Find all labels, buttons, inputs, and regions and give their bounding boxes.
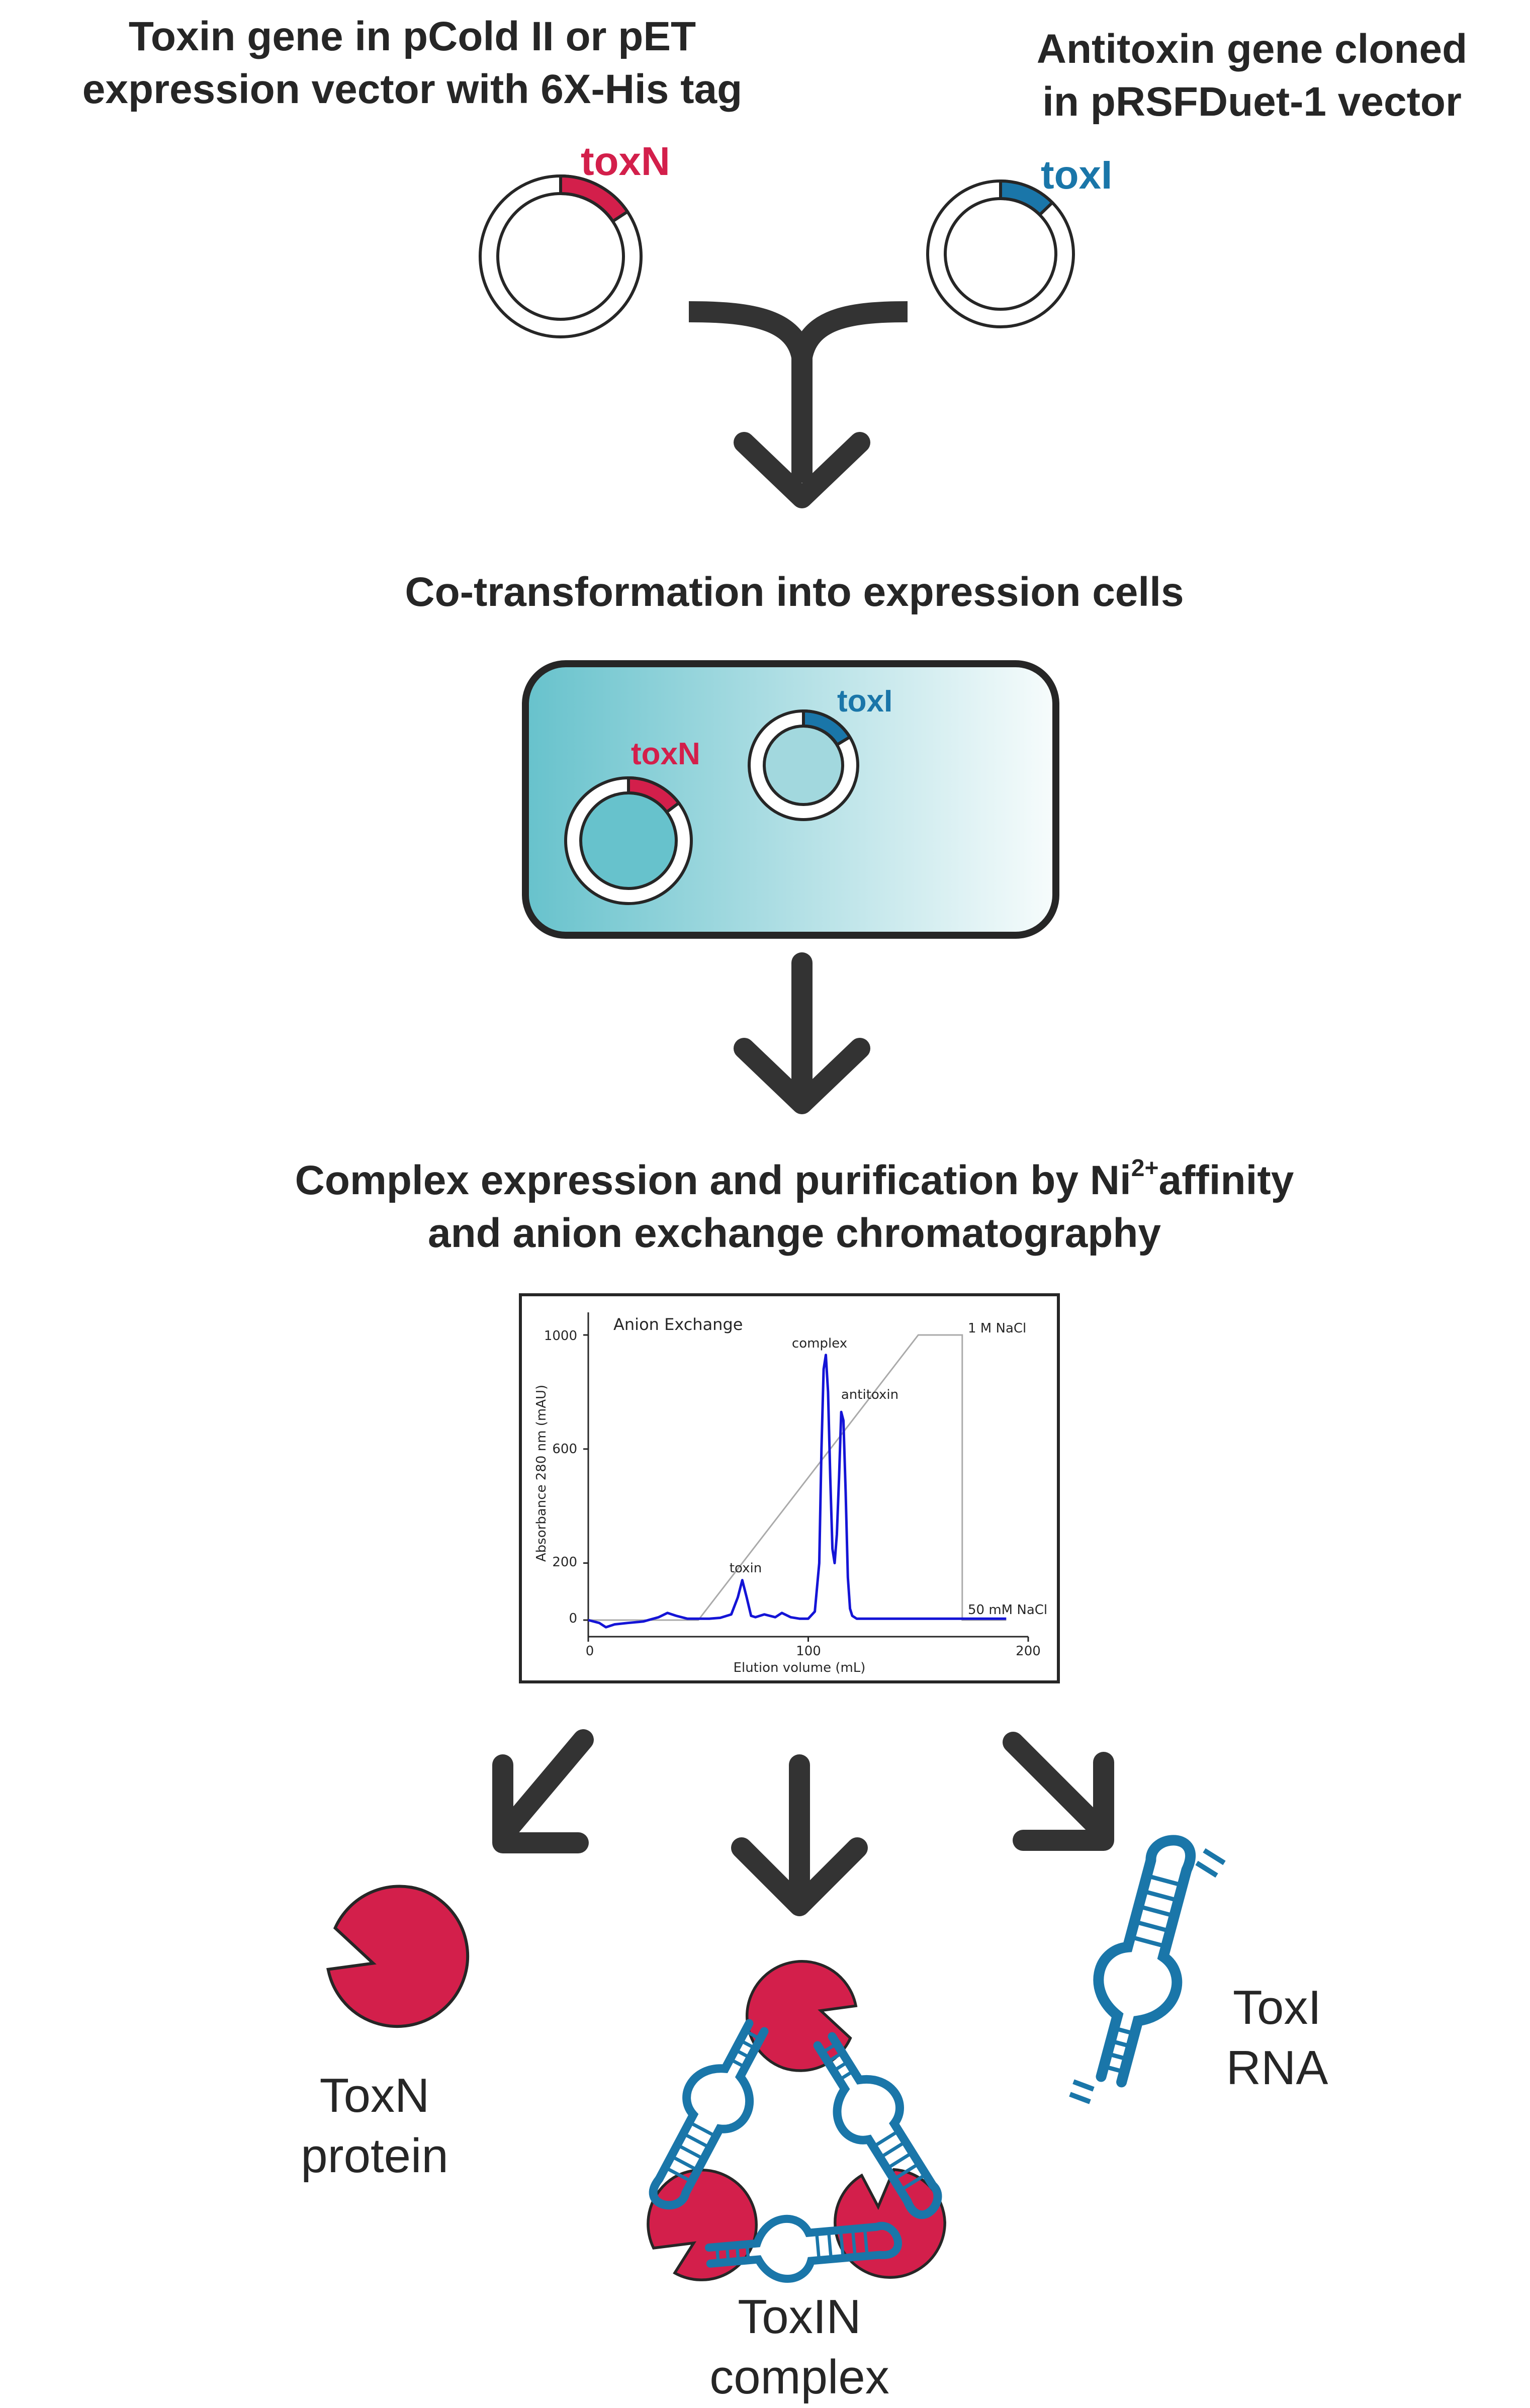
chromatogram-ticks: [583, 1334, 1029, 1642]
cell-toxn-label: toxN: [631, 737, 700, 771]
toxi-rna-label-line1: ToxI: [1233, 1981, 1321, 2034]
toxi-rna-shape: [1070, 1830, 1226, 2104]
ytick-label-1000: 1000: [544, 1328, 577, 1344]
toxn-plasmid: [479, 174, 643, 338]
chromatogram: Anion Exchange Absorbance 280 nm (mAU) E…: [519, 1293, 1060, 1683]
down-arrow-2: [734, 952, 870, 1114]
peak-label-toxin: toxin: [730, 1561, 762, 1576]
antitoxin-vector-heading-line1: Antitoxin gene cloned: [1037, 26, 1467, 72]
merge-arrow: [688, 301, 908, 508]
cell-toxi-label: toxI: [837, 684, 892, 719]
arrow-to-toxin-complex: [731, 1754, 868, 1916]
xtick-label-100: 100: [796, 1644, 821, 1659]
purification-heading-line2: and anion exchange chromatography: [428, 1210, 1161, 1256]
xtick-label-200: 200: [1016, 1644, 1041, 1659]
cotransformation-heading: Co-transformation into expression cells: [405, 569, 1184, 615]
toxi-rna-label-line2: RNA: [1226, 2041, 1328, 2095]
purification-superscript: 2+: [1131, 1155, 1159, 1182]
cell-toxn-plasmid: [564, 776, 693, 905]
chromatogram-ylabel: Absorbance 280 nm (mAU): [534, 1385, 549, 1562]
gradient-high-label: 1 M NaCl: [968, 1321, 1026, 1336]
cell-toxi-plasmid: [748, 709, 859, 821]
toxn-protein-label-line2: protein: [301, 2129, 448, 2183]
arrow-to-toxn-protein: [492, 1729, 594, 1853]
toxin-complex-label-line1: ToxIN: [738, 2290, 861, 2344]
ytick-label-0: 0: [569, 1611, 577, 1626]
toxn-gene-label: toxN: [581, 139, 670, 184]
chromatogram-xlabel: Elution volume (mL): [734, 1660, 866, 1675]
ytick-label-200: 200: [552, 1555, 577, 1570]
gradient-low-label: 50 mM NaCl: [968, 1602, 1047, 1618]
purification-text-pre: Complex expression and purification by N…: [295, 1157, 1131, 1203]
toxin-complex-shape: [628, 1946, 958, 2299]
toxi-gene-label: toxI: [1041, 152, 1112, 197]
chromatogram-title: Anion Exchange: [613, 1315, 743, 1334]
toxn-protein-label-line1: ToxN: [320, 2069, 430, 2122]
peak-label-antitoxin: antitoxin: [841, 1387, 898, 1402]
purification-heading-line1: Complex expression and purification by N…: [295, 1155, 1294, 1203]
toxin-vector-heading-line2: expression vector with 6X-His tag: [82, 66, 742, 112]
purification-text-post: affinity: [1159, 1157, 1294, 1203]
toxi-plasmid: [926, 179, 1075, 328]
toxin-complex-label-line2: complex: [709, 2350, 889, 2404]
toxn-protein-shape: [309, 1866, 487, 2046]
absorbance-trace: [588, 1354, 1007, 1629]
antitoxin-vector-heading-line2: in pRSFDuet-1 vector: [1042, 79, 1462, 125]
xtick-label-0: 0: [586, 1644, 594, 1659]
peak-label-complex: complex: [792, 1336, 847, 1351]
salt-gradient-line: [588, 1334, 1007, 1621]
arrow-to-toxi-rna: [1003, 1732, 1114, 1851]
toxin-vector-heading-line1: Toxin gene in pCold II or pET: [129, 14, 696, 59]
ytick-label-600: 600: [552, 1442, 577, 1457]
